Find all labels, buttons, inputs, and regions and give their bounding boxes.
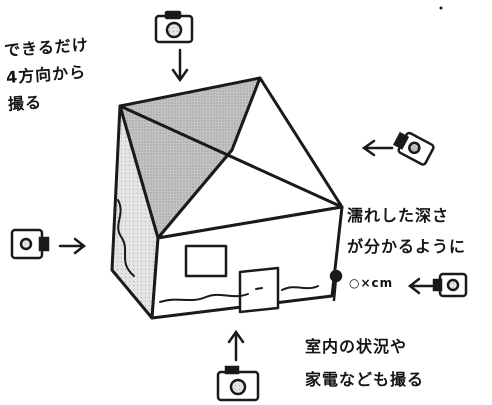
note-show-flood-depth: 濡れした深さ が分かるように <box>347 200 466 262</box>
door-knob <box>255 287 263 290</box>
camera-icon-left <box>10 228 50 260</box>
depth-measurement-label: ○×cm <box>349 276 394 290</box>
note-line: 家電なども撮る <box>305 370 425 389</box>
house <box>110 76 344 320</box>
note-line: 室内の状況や <box>305 337 408 356</box>
camera-icon-depth <box>432 272 468 298</box>
water-line-front-right <box>281 285 319 291</box>
note-shoot-interior: 室内の状況や 家電なども撮る <box>305 330 424 396</box>
camera-icon-top <box>154 10 194 44</box>
arrow-right-left <box>58 237 87 255</box>
ink-dot <box>439 6 443 10</box>
water-line-side <box>117 199 135 277</box>
camera-icon-right <box>393 131 435 166</box>
door <box>238 266 280 314</box>
camera-icon-bottom <box>216 365 260 402</box>
arrow-down-top <box>171 48 189 83</box>
water-line-front-left <box>159 293 249 303</box>
measuring-stick-icon <box>329 269 343 302</box>
roof-diagonal <box>118 104 344 209</box>
arrow-left-right <box>361 139 394 157</box>
note-shoot-four-directions: できるだけ 4方向から 撮る <box>3 31 93 118</box>
window <box>184 244 228 278</box>
arrow-left-depth <box>407 277 434 295</box>
arrow-up-bottom <box>227 329 245 362</box>
note-line: 濡れした深さ <box>347 206 450 225</box>
note-line: が分かるように <box>347 237 467 256</box>
house-front-wall <box>150 205 344 320</box>
